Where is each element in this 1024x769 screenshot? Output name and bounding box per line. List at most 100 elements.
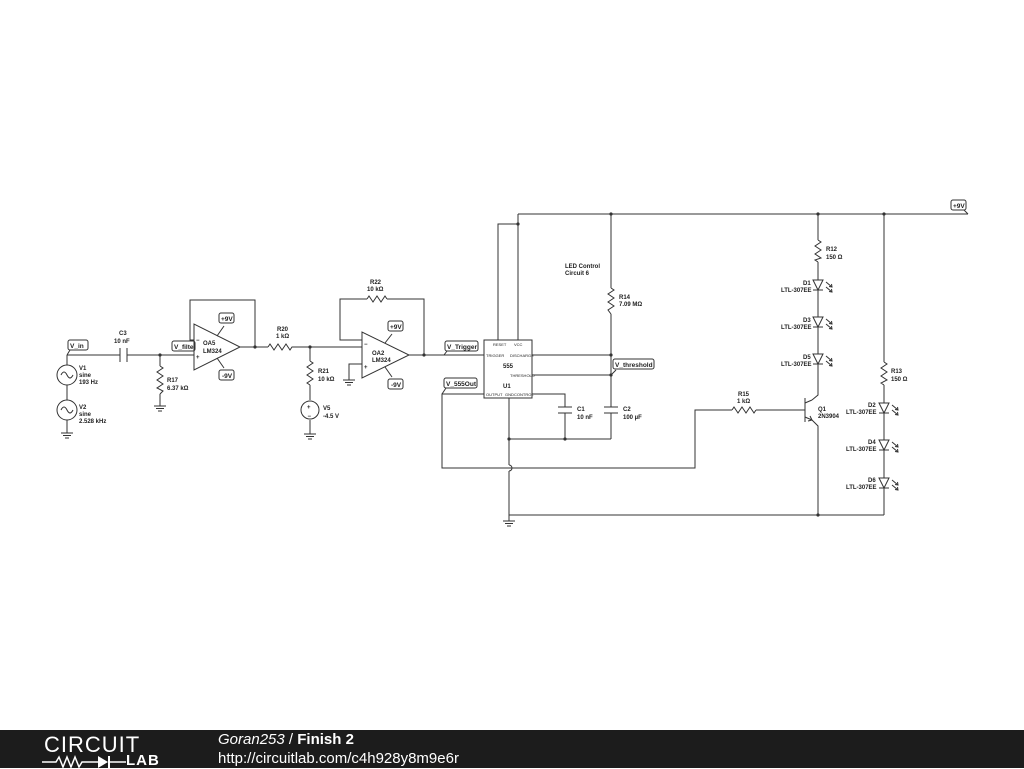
capacitor-c3[interactable]: C3 10 nF [114, 331, 130, 362]
led-d6[interactable]: D6 LTL-307EE [846, 477, 899, 491]
capacitor-c1[interactable]: C1 10 nF [558, 406, 593, 421]
svg-text:2N3904: 2N3904 [818, 414, 840, 420]
logo-text-top: CIRCUIT [44, 732, 141, 757]
net-label-v-threshold: V_threshold [610, 358, 655, 376]
net-label-oa2-pos: +9V [387, 320, 404, 332]
source-v5[interactable]: + − V5 -4.5 V [300, 400, 339, 420]
svg-text:V5: V5 [323, 406, 331, 412]
svg-text:D3: D3 [803, 318, 811, 324]
source-v2[interactable]: V2 sine 2.528 kHz [56, 399, 106, 425]
led-d2[interactable]: D2 LTL-307EE [846, 402, 899, 416]
svg-text:−: − [364, 342, 368, 348]
svg-text:TRIGGER: TRIGGER [486, 353, 504, 358]
svg-text:OA2: OA2 [372, 351, 385, 357]
resistor-r21[interactable]: R21 10 kΩ [306, 360, 335, 386]
svg-text:Circuit 6: Circuit 6 [565, 271, 590, 277]
svg-text:150 Ω: 150 Ω [826, 255, 843, 261]
capacitor-c2[interactable]: C2 100 µF [604, 406, 642, 421]
resistor-r14[interactable]: R14 7.09 MΩ [607, 287, 642, 315]
resistor-r17[interactable]: R17 6.37 kΩ [156, 365, 189, 395]
opamp-oa5[interactable]: − + OA5 LM324 [193, 323, 242, 371]
svg-text:10 nF: 10 nF [577, 415, 593, 421]
svg-text:D1: D1 [803, 281, 811, 287]
net-label-v-555out: V_555Out [441, 377, 478, 395]
svg-text:10 kΩ: 10 kΩ [318, 377, 335, 383]
svg-text:C2: C2 [623, 407, 631, 413]
svg-text:555: 555 [503, 364, 514, 370]
svg-text:LTL-307EE: LTL-307EE [846, 447, 877, 453]
author-link[interactable]: Goran253 [218, 731, 285, 748]
svg-text:sine: sine [79, 373, 92, 379]
led-d4[interactable]: D4 LTL-307EE [846, 439, 899, 453]
svg-text:193 Hz: 193 Hz [79, 380, 98, 386]
resistor-r13[interactable]: R13 150 Ω [880, 361, 908, 386]
svg-text:R22: R22 [370, 280, 382, 286]
led-d3[interactable]: D3 LTL-307EE [781, 316, 833, 331]
net-label-supply: +9V [950, 199, 969, 215]
svg-text:OA5: OA5 [203, 341, 216, 347]
svg-text:+: + [364, 365, 368, 371]
svg-text:V_555Out: V_555Out [446, 381, 477, 388]
svg-text:LM324: LM324 [372, 358, 391, 364]
footer-bar: CIRCUIT LAB Goran253 / Finish 2 http://c… [0, 730, 1024, 769]
junctions [158, 212, 886, 517]
led-d5[interactable]: D5 LTL-307EE [781, 353, 833, 368]
net-label-v-filter: V_filte [171, 340, 196, 352]
svg-text:R13: R13 [891, 369, 903, 375]
resistor-r12[interactable]: R12 150 Ω [813, 239, 843, 263]
svg-text:+: + [307, 405, 311, 411]
transistor-q1[interactable]: Q1 2N3904 [798, 398, 840, 422]
svg-text:10 kΩ: 10 kΩ [367, 287, 384, 293]
wires [66, 213, 968, 521]
timer-u1[interactable]: RESET VCC TRIGGER DISCHARGE 555 THRESHOL… [483, 339, 535, 399]
source-v1[interactable]: V1 sine 193 Hz [56, 364, 98, 386]
resistor-r20[interactable]: R20 1 kΩ [267, 327, 294, 351]
svg-text:VCC: VCC [514, 342, 523, 347]
led-d1[interactable]: D1 LTL-307EE [781, 279, 833, 294]
net-label-v-in: V_in [66, 339, 89, 356]
svg-text:V1: V1 [79, 366, 87, 372]
svg-text:LTL-307EE: LTL-307EE [781, 288, 812, 294]
net-label-oa5-neg: -9V [218, 369, 235, 381]
svg-text:1 kΩ: 1 kΩ [737, 399, 750, 405]
svg-text:LTL-307EE: LTL-307EE [846, 485, 877, 491]
svg-text:150 Ω: 150 Ω [891, 377, 908, 383]
circuit-title: Goran253 / Finish 2 [218, 731, 354, 748]
svg-text:Q1: Q1 [818, 407, 827, 413]
opamp-oa2[interactable]: − + OA2 LM324 [361, 331, 411, 379]
svg-text:R20: R20 [277, 327, 289, 333]
svg-text:R21: R21 [318, 369, 330, 375]
title-separator: / [284, 731, 298, 748]
svg-text:100 µF: 100 µF [623, 415, 642, 421]
svg-text:D5: D5 [803, 355, 811, 361]
svg-text:V2: V2 [79, 405, 87, 411]
svg-text:-9V: -9V [222, 373, 233, 380]
circuit-url-link[interactable]: http://circuitlab.com/c4h928y8m9e6r [218, 750, 459, 767]
svg-text:CONTROL: CONTROL [514, 392, 534, 397]
svg-text:D2: D2 [868, 403, 876, 409]
svg-text:+9V: +9V [390, 324, 402, 331]
ground-symbols [60, 379, 516, 527]
net-label-oa5-pos: +9V [218, 312, 235, 324]
resistor-r15[interactable]: R15 1 kΩ [731, 392, 757, 414]
svg-text:V_threshold: V_threshold [615, 362, 653, 369]
svg-text:D4: D4 [868, 440, 876, 446]
svg-text:-9V: -9V [391, 382, 402, 389]
svg-text:THRESHOLD: THRESHOLD [510, 373, 535, 378]
svg-text:-4.5 V: -4.5 V [323, 414, 339, 420]
svg-text:1 kΩ: 1 kΩ [276, 334, 289, 340]
svg-text:10 nF: 10 nF [114, 339, 130, 345]
svg-text:LTL-307EE: LTL-307EE [846, 410, 877, 416]
svg-text:LM324: LM324 [203, 349, 222, 355]
svg-text:LED Control: LED Control [565, 264, 600, 270]
svg-text:R17: R17 [167, 378, 179, 384]
svg-text:OUTPUT: OUTPUT [486, 392, 503, 397]
svg-text:R15: R15 [738, 392, 750, 398]
waveform-diode-icon [42, 754, 126, 768]
svg-text:RESET: RESET [493, 342, 507, 347]
circuit-name: Finish 2 [297, 731, 354, 748]
circuitlab-logo[interactable]: CIRCUIT LAB [42, 732, 177, 769]
svg-text:U1: U1 [503, 384, 511, 390]
schematic-canvas: V_in V1 sine 193 Hz V2 sine 2.528 kHz C3… [56, 199, 969, 527]
resistor-r22[interactable]: R22 10 kΩ [366, 280, 388, 303]
